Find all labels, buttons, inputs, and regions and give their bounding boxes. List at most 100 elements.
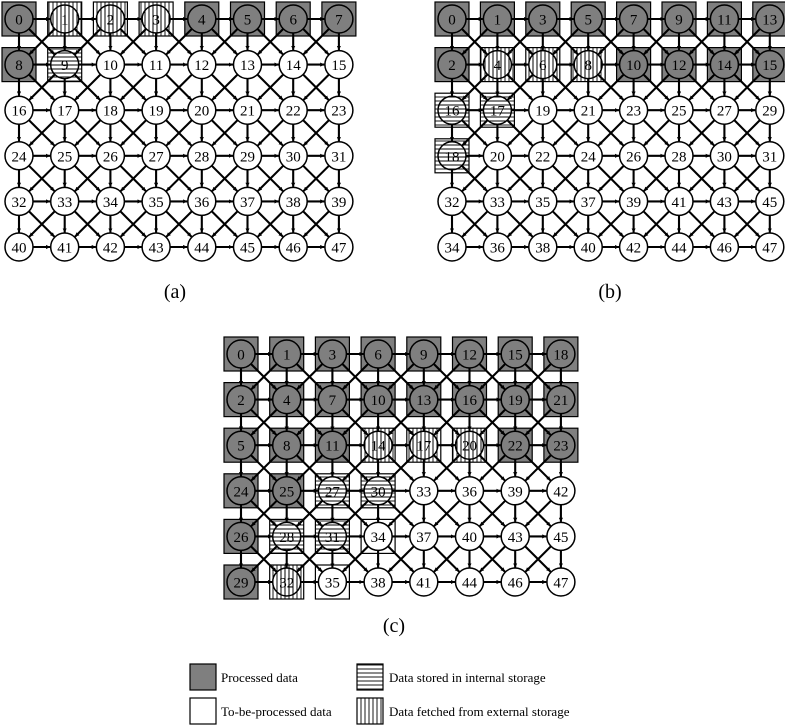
dependency-arrow	[643, 28, 670, 56]
node-label: 36	[462, 484, 478, 500]
dependency-arrow	[433, 363, 461, 391]
node-label: 27	[325, 484, 341, 500]
dependency-arrows	[449, 16, 772, 250]
node-circle	[187, 4, 217, 34]
node-label: 43	[717, 195, 732, 211]
node-circle	[500, 567, 530, 597]
node-circle	[482, 49, 513, 80]
dependency-arrow	[387, 545, 415, 573]
node-label: 45	[240, 241, 255, 257]
dependency-arrow	[733, 210, 761, 238]
node-circle	[482, 232, 513, 262]
node-circle	[232, 49, 263, 80]
dependency-arrow	[211, 73, 239, 101]
dependency-arrow	[461, 28, 489, 56]
dependency-arrow	[341, 363, 369, 391]
node-circle	[546, 430, 576, 460]
dependency-arrow	[479, 408, 507, 436]
dependency-arrow	[597, 73, 625, 101]
node-label: 13	[762, 13, 777, 29]
node-label: 12	[194, 58, 209, 74]
node-circle	[95, 95, 126, 125]
dependency-arrow	[211, 164, 239, 192]
node-label: 21	[553, 393, 568, 409]
node-label: 45	[553, 530, 568, 546]
node-circle	[409, 567, 439, 597]
dependency-arrow	[643, 119, 670, 147]
dependency-arrow	[688, 164, 716, 192]
node-circle	[278, 95, 308, 125]
dependency-arrow	[28, 210, 56, 238]
node-circle	[363, 430, 393, 460]
node-label: 36	[490, 241, 506, 257]
node-circle	[271, 384, 302, 415]
node-circle	[187, 232, 217, 262]
dependency-arrow	[688, 73, 716, 101]
node-label: 28	[279, 530, 294, 546]
node-circle	[664, 4, 694, 34]
node-circle	[226, 521, 256, 552]
node-circle	[141, 232, 171, 262]
node-circle	[454, 384, 485, 415]
node-circle	[528, 95, 558, 125]
dependency-arrow	[597, 210, 625, 238]
node-label: 11	[149, 58, 163, 74]
node-circle	[454, 476, 485, 506]
node-label: 23	[331, 104, 346, 120]
node-circle	[363, 567, 393, 597]
node-label: 37	[581, 195, 597, 211]
node-label: 12	[672, 58, 687, 74]
node-circle	[226, 476, 256, 506]
dependency-arrow	[119, 73, 147, 101]
node-circle	[317, 339, 348, 369]
dependency-arrow	[524, 454, 552, 482]
dependency-arrow	[461, 73, 489, 101]
node-circle	[49, 49, 80, 80]
node-circle	[664, 186, 694, 217]
node-label: 11	[717, 13, 731, 29]
node-label: 26	[103, 149, 119, 165]
dependency-arrow	[552, 210, 580, 238]
node-circle	[709, 141, 740, 171]
dependency-arrow	[506, 210, 534, 238]
node-circle	[709, 186, 740, 217]
legend-external-label: Data fetched from external storage	[389, 704, 570, 719]
dependency-arrow	[74, 73, 102, 101]
node-circle	[226, 430, 256, 460]
node-label: 5	[244, 13, 252, 29]
node-circle	[49, 4, 80, 34]
dependency-arrow	[250, 363, 278, 391]
node-label: 15	[508, 348, 523, 364]
node-label: 46	[286, 241, 302, 257]
dependency-arrow	[211, 210, 239, 238]
node-label: 41	[57, 241, 72, 257]
node-label: 3	[152, 13, 160, 29]
node-circle	[573, 49, 603, 80]
node-circle	[324, 232, 354, 262]
node-circle	[454, 339, 485, 369]
node-circle	[437, 49, 467, 80]
node-circle	[454, 521, 485, 552]
dependency-arrow	[165, 210, 193, 238]
dependency-arrow	[433, 499, 461, 527]
node-label: 38	[371, 576, 386, 592]
dependency-arrow	[165, 119, 193, 147]
node-circle	[755, 141, 785, 171]
node-label: 2	[237, 393, 245, 409]
node-circle	[546, 339, 576, 369]
node-label: 34	[103, 195, 119, 211]
node-circle	[363, 521, 393, 552]
dependency-arrow	[461, 164, 489, 192]
dependency-arrow	[74, 119, 102, 147]
node-label: 21	[240, 104, 255, 120]
node-circle	[95, 49, 126, 80]
node-label: 3	[329, 348, 337, 364]
node-label: 21	[581, 104, 596, 120]
node-circle	[618, 95, 649, 125]
node-circle	[271, 339, 302, 369]
node-label: 24	[234, 484, 250, 500]
dependency-arrow	[165, 164, 193, 192]
dependency-arrow	[552, 73, 580, 101]
